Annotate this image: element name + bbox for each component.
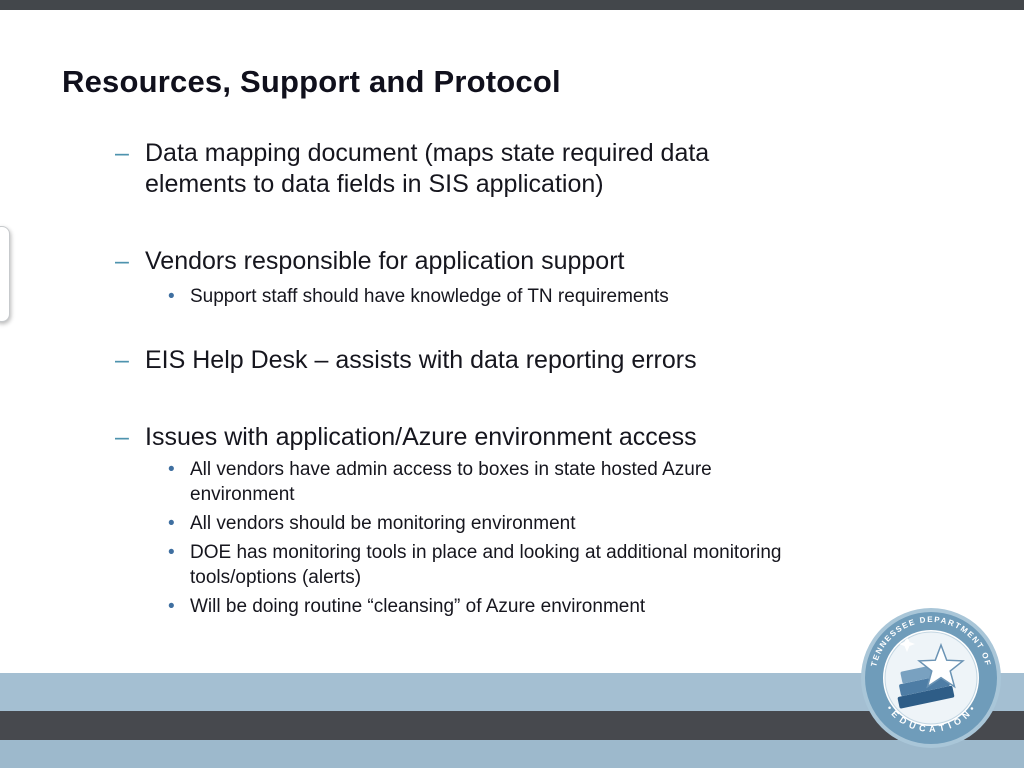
bullet-text: Issues with application/Azure environmen… — [145, 423, 697, 451]
bullet-text: All vendors should be monitoring environ… — [190, 512, 576, 534]
tn-doe-seal: TENNESSEE DEPARTMENT OF • E D U C A T I … — [859, 606, 1003, 750]
sub-bullet-item: • Will be doing routine “cleansing” of A… — [115, 594, 815, 619]
footer-band-light — [0, 740, 1024, 768]
collapsed-panel-handle[interactable] — [0, 226, 10, 322]
dot-bullet-marker: • — [168, 595, 175, 617]
bullet-text: Data mapping document (maps state requir… — [145, 139, 710, 198]
slide-title: Resources, Support and Protocol — [62, 64, 561, 99]
dot-bullet-marker: • — [168, 512, 175, 534]
dot-bullet-marker: • — [168, 541, 175, 563]
bullet-item: – Vendors responsible for application su… — [115, 246, 815, 277]
bullet-text: All vendors have admin access to boxes i… — [190, 458, 712, 505]
sub-bullet-item: • Support staff should have knowledge of… — [115, 284, 815, 309]
footer-band-dark — [0, 711, 1024, 740]
dash-bullet-marker: – — [115, 345, 129, 374]
dot-bullet-marker: • — [168, 458, 175, 480]
bullet-item: – Data mapping document (maps state requ… — [115, 138, 815, 199]
bullet-text: DOE has monitoring tools in place and lo… — [190, 541, 782, 588]
tn-doe-seal-graphic: TENNESSEE DEPARTMENT OF • E D U C A T I … — [861, 608, 1001, 748]
seal-star-icon — [917, 642, 965, 689]
footer-band-blue — [0, 673, 1024, 711]
bullet-text: Will be doing routine “cleansing” of Azu… — [190, 595, 646, 617]
bullet-item: – Issues with application/Azure environm… — [115, 422, 815, 453]
seal-sparkle-icon — [899, 636, 915, 652]
bullet-text: EIS Help Desk – assists with data report… — [145, 345, 697, 374]
dash-bullet-marker: – — [115, 139, 129, 167]
bullet-text: Support staff should have knowledge of T… — [190, 285, 669, 307]
slide-surface — [0, 10, 1024, 673]
sub-bullet-item: • All vendors have admin access to boxes… — [115, 457, 815, 507]
bullet-text: Vendors responsible for application supp… — [145, 247, 625, 275]
dash-bullet-marker: – — [115, 423, 129, 451]
sub-bullet-item: • DOE has monitoring tools in place and … — [115, 540, 815, 590]
dot-bullet-marker: • — [168, 285, 175, 307]
bullet-item: – EIS Help Desk – assists with data repo… — [115, 345, 815, 376]
sub-bullet-item: • All vendors should be monitoring envir… — [115, 511, 815, 536]
bullet-list: – Data mapping document (maps state requ… — [115, 138, 815, 619]
dash-bullet-marker: – — [115, 247, 129, 275]
